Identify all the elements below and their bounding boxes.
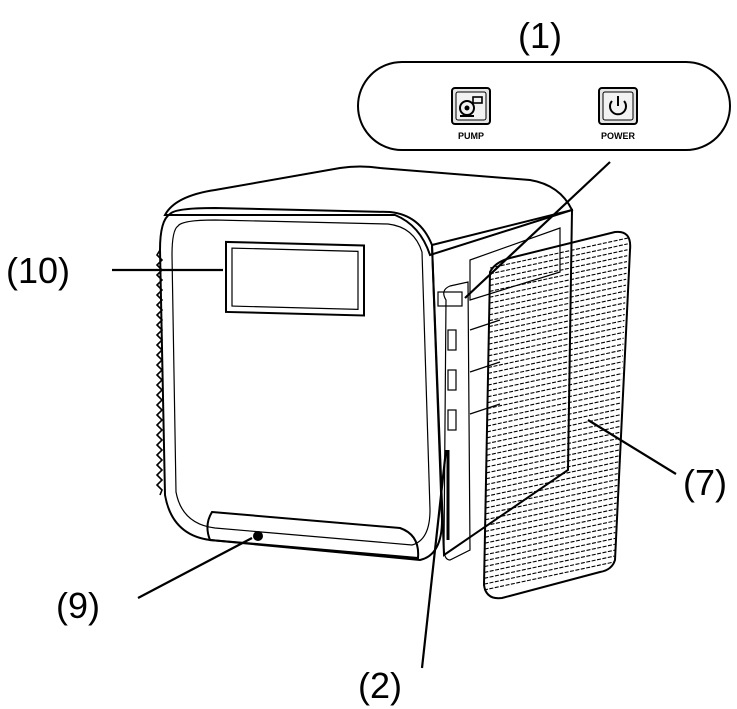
grille-slat xyxy=(489,249,628,281)
power-label: POWER xyxy=(601,131,636,141)
grille-slat xyxy=(488,296,626,328)
grille-slat xyxy=(488,290,626,322)
callout-10-label: (10) xyxy=(6,250,70,291)
grille-slat xyxy=(486,431,620,462)
callout-9-label: (9) xyxy=(56,585,100,626)
grille-slat xyxy=(489,284,627,316)
callout-1-label: (1) xyxy=(518,15,562,56)
grille-slat xyxy=(486,420,621,451)
grille-slat xyxy=(488,331,625,363)
grille-slat xyxy=(489,243,628,275)
grille-slat xyxy=(489,237,629,269)
grille-slat xyxy=(487,378,623,410)
control-panel xyxy=(357,61,731,151)
grille-slat xyxy=(486,414,621,445)
grille-slat xyxy=(488,308,626,339)
grille-slat xyxy=(485,490,618,521)
grille-slat xyxy=(484,549,615,579)
grille-slat xyxy=(486,425,620,456)
grille-slat xyxy=(484,520,616,550)
grille-slat xyxy=(484,537,616,568)
grille-slat xyxy=(486,437,620,468)
grille-slat xyxy=(483,555,615,585)
grille-slat xyxy=(487,384,622,415)
grille-slat xyxy=(485,455,619,486)
grille-slat xyxy=(484,514,617,544)
grille-slat xyxy=(486,408,621,439)
pump-button xyxy=(451,87,491,125)
grille-slat xyxy=(485,449,619,480)
grille-slat xyxy=(489,266,627,298)
grille-slat xyxy=(488,314,625,345)
grille-slat xyxy=(488,337,624,369)
grille-slat xyxy=(484,508,617,538)
grille-slat xyxy=(486,396,622,427)
grille-slat xyxy=(488,302,626,333)
grille-slat xyxy=(489,278,627,310)
grille-slat xyxy=(488,319,625,351)
grille-slat xyxy=(487,390,622,421)
grille-slat xyxy=(489,272,627,304)
callout-2-label: (2) xyxy=(358,665,402,706)
grille-slat xyxy=(487,343,624,374)
side-grille-panel xyxy=(482,230,632,600)
grille-slat xyxy=(486,443,620,474)
leader-line-2 xyxy=(420,449,448,669)
grille-slat xyxy=(487,349,624,380)
grille-slat xyxy=(487,367,623,398)
grille-slat xyxy=(483,561,615,591)
grille-slat xyxy=(485,461,619,492)
grille-slat xyxy=(489,261,628,292)
callout-7-label: (7) xyxy=(683,462,727,503)
grille-slat xyxy=(485,484,618,515)
leader-line-9 xyxy=(137,537,253,599)
leader-line-7 xyxy=(587,419,677,475)
display-window xyxy=(225,240,365,317)
grille-slat xyxy=(485,478,618,509)
base-tray xyxy=(206,510,420,560)
grille-slat xyxy=(484,502,617,532)
grille-slat xyxy=(487,372,623,404)
pump-label: PUMP xyxy=(458,131,484,141)
grille-slat xyxy=(485,473,618,503)
grille-slat xyxy=(484,532,616,562)
grille-slat xyxy=(488,325,625,357)
power-icon xyxy=(609,96,627,116)
grille-slat xyxy=(489,255,628,287)
grille-slat xyxy=(487,361,623,392)
grille-slat xyxy=(485,496,617,527)
grille-slat xyxy=(487,355,624,386)
grille-slat xyxy=(484,526,616,556)
grille-slat xyxy=(485,467,619,497)
grille-slat xyxy=(486,402,621,433)
power-button xyxy=(598,87,638,125)
grille-slat xyxy=(484,543,615,573)
left-grille-edge xyxy=(155,249,164,496)
drain-plug xyxy=(253,531,263,541)
pump-icon xyxy=(459,96,483,117)
